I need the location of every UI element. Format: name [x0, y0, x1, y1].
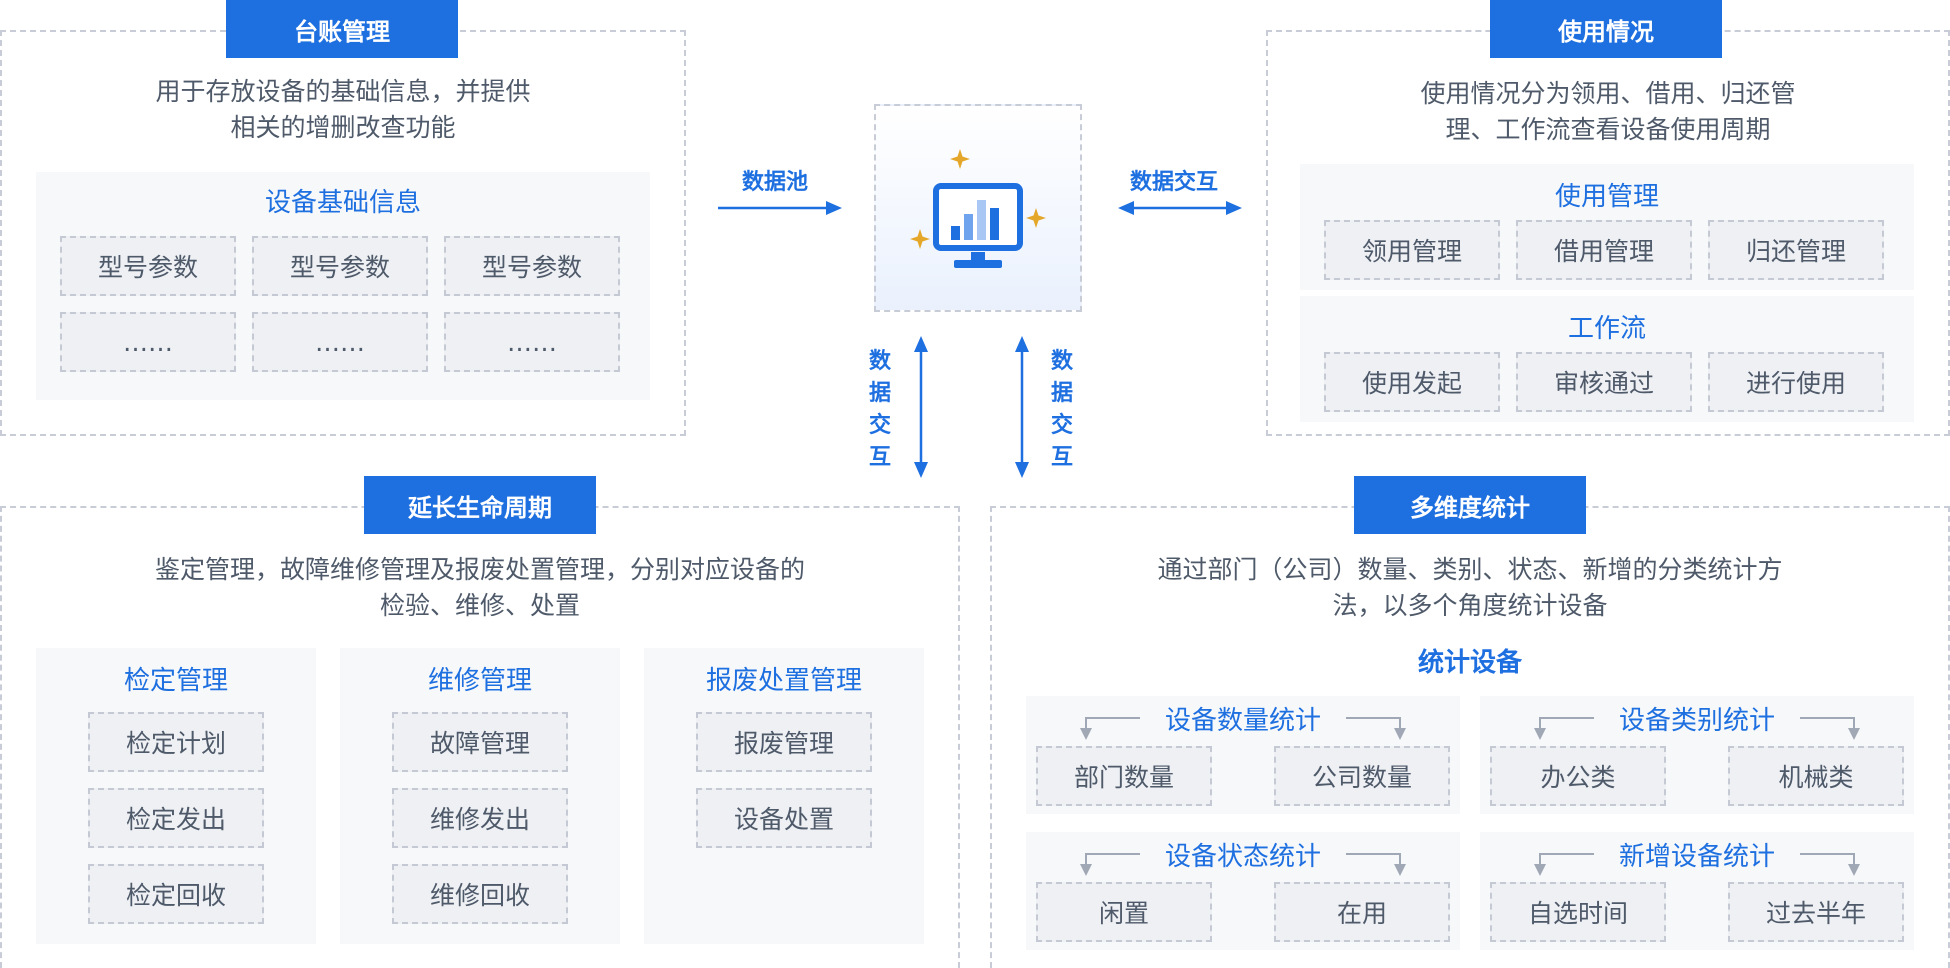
stats-heading: 统计设备	[1417, 648, 1522, 678]
vertical-char: 交	[868, 413, 891, 438]
stats-cell: 在用	[1274, 882, 1450, 942]
stats-cell: 过去半年	[1728, 882, 1904, 942]
branch-arrows-icon	[1080, 853, 1406, 876]
lifecycle-cell: 检定回收	[88, 864, 264, 924]
vertical-char: 互	[868, 445, 891, 470]
stats-cell: 自选时间	[1490, 882, 1666, 942]
lifecycle-desc-line1: 鉴定管理，故障维修管理及报废处置管理，分别对应设备的	[154, 555, 805, 584]
ledger-desc: 用于存放设备的基础信息，并提供 相关的增删改查功能	[40, 74, 646, 146]
stats-cell: 闲置	[1036, 882, 1212, 942]
lifecycle-group-title: 检定管理	[123, 666, 228, 696]
lifecycle-cell: 维修回收	[392, 864, 568, 924]
stats-desc: 通过部门（公司）数量、类别、状态、新增的分类统计方 法，以多个角度统计设备	[1030, 552, 1910, 624]
ledger-title: 台账管理	[226, 0, 458, 58]
ledger-cell: 型号参数	[60, 236, 236, 296]
ledger-cell: 型号参数	[444, 236, 620, 296]
lifecycle-cell: 设备处置	[696, 788, 872, 848]
usage-desc: 使用情况分为领用、借用、归还管 理、工作流查看设备使用周期	[1306, 76, 1910, 148]
vertical-char: 互	[1050, 445, 1073, 470]
stats-group-title: 设备数量统计	[1164, 706, 1321, 736]
usage-mgmt-title: 使用管理	[1554, 182, 1659, 212]
lifecycle-desc: 鉴定管理，故障维修管理及报废处置管理，分别对应设备的 检验、维修、处置	[40, 552, 920, 624]
usage-desc-line2: 理、工作流查看设备使用周期	[1445, 115, 1771, 144]
vertical-char: 数	[868, 349, 891, 374]
stats-desc-line1: 通过部门（公司）数量、类别、状态、新增的分类统计方	[1157, 555, 1783, 584]
usage-flow-cell: 审核通过	[1516, 352, 1692, 412]
sparkle-icon	[950, 149, 970, 169]
lifecycle-group-title: 报废处置管理	[705, 666, 862, 696]
usage-mgmt-cell: 归还管理	[1708, 220, 1884, 280]
vertical-char: 数	[1050, 349, 1073, 374]
usage-flow-title: 工作流	[1567, 314, 1646, 344]
data-pool-label: 数据池	[742, 170, 809, 195]
lifecycle-cell: 维修发出	[392, 788, 568, 848]
data-exchange-label: 数据交互	[1130, 170, 1219, 195]
stats-desc-line2: 法，以多个角度统计设备	[1332, 591, 1608, 620]
lifecycle-group-title: 维修管理	[427, 666, 532, 696]
vertical-label-left: 数 据 交 互	[867, 346, 893, 474]
vertical-char: 据	[1050, 381, 1073, 406]
center-hub	[874, 104, 1082, 312]
lifecycle-title: 延长生命周期	[364, 476, 596, 534]
lifecycle-desc-line2: 检验、维修、处置	[379, 591, 580, 620]
sparkle-icon	[910, 229, 930, 249]
monitor-chart-icon	[933, 183, 1023, 268]
vertical-label-right: 数 据 交 互	[1049, 346, 1075, 474]
branch-arrows-icon	[1534, 717, 1860, 740]
ledger-desc-line2: 相关的增删改查功能	[230, 113, 456, 142]
stats-cell: 公司数量	[1274, 746, 1450, 806]
branch-arrows-icon	[1080, 717, 1406, 740]
vertical-char: 据	[868, 381, 891, 406]
usage-mgmt-cell: 借用管理	[1516, 220, 1692, 280]
branch-arrows-icon	[1534, 853, 1860, 876]
lifecycle-cell: 检定计划	[88, 712, 264, 772]
stats-group-title: 设备状态统计	[1164, 842, 1321, 872]
stats-cell: 机械类	[1728, 746, 1904, 806]
ledger-desc-line1: 用于存放设备的基础信息，并提供	[155, 77, 531, 106]
arrow-right-icon	[718, 201, 842, 215]
stats-group-title: 新增设备统计	[1618, 842, 1775, 872]
ledger-sub-title: 设备基础信息	[264, 188, 421, 218]
stats-cell: 部门数量	[1036, 746, 1212, 806]
usage-mgmt-cell: 领用管理	[1324, 220, 1500, 280]
stats-group-title: 设备类别统计	[1618, 706, 1775, 736]
arrow-both-horizontal-icon	[1118, 201, 1242, 215]
usage-desc-line1: 使用情况分为领用、借用、归还管	[1420, 79, 1796, 108]
vertical-char: 交	[1050, 413, 1073, 438]
ledger-cell: 型号参数	[252, 236, 428, 296]
usage-flow-cell: 使用发起	[1324, 352, 1500, 412]
ledger-cell: ……	[60, 312, 236, 372]
lifecycle-cell: 故障管理	[392, 712, 568, 772]
usage-flow-cell: 进行使用	[1708, 352, 1884, 412]
stats-title: 多维度统计	[1354, 476, 1586, 534]
ledger-cell: ……	[444, 312, 620, 372]
lifecycle-cell: 检定发出	[88, 788, 264, 848]
arrow-both-vertical-icon	[914, 336, 928, 478]
usage-title: 使用情况	[1490, 0, 1722, 58]
sparkle-icon	[1026, 208, 1046, 228]
lifecycle-cell: 报废管理	[696, 712, 872, 772]
ledger-cell: ……	[252, 312, 428, 372]
arrow-both-vertical-icon	[1015, 336, 1029, 478]
stats-cell: 办公类	[1490, 746, 1666, 806]
